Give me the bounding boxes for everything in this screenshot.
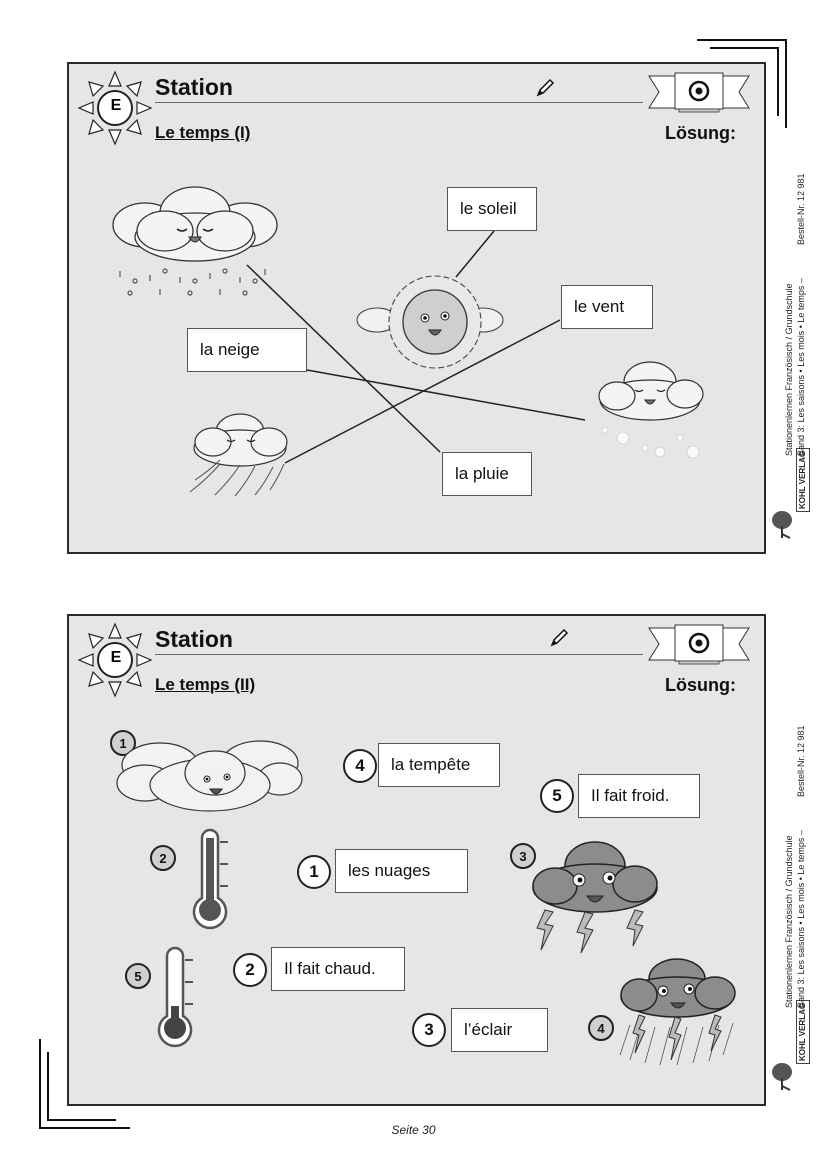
label-l-eclair: l’éclair xyxy=(451,1008,548,1052)
label-la-tempete: la tempête xyxy=(378,743,500,787)
publisher-name: KOHL VERLAG xyxy=(796,999,810,1064)
number-circle: 3 xyxy=(412,1013,446,1047)
badge-letter: E xyxy=(110,649,122,666)
solution-ribbon-icon xyxy=(648,624,750,665)
line-soleil xyxy=(455,230,495,278)
number-circle: 2 xyxy=(233,953,267,987)
solution-ribbon-icon xyxy=(648,72,750,113)
sun-picture xyxy=(356,275,504,369)
order-number: Bestell-Nr. 12 981 xyxy=(796,725,806,797)
line-pluie xyxy=(246,264,441,453)
title-divider xyxy=(155,102,643,103)
pencil-icon xyxy=(536,78,555,97)
series-line-2: Band 3: Les saisons • Les mois • Le temp… xyxy=(796,278,806,456)
picture-number: 2 xyxy=(150,845,176,871)
snow-cloud-picture xyxy=(598,361,704,459)
label-le-soleil: le soleil xyxy=(447,187,537,231)
series-line-1: Stationenlernen Französisch / Grundschul… xyxy=(784,835,794,1008)
subtitle: Le temps (II) xyxy=(155,675,256,694)
subtitle: Le temps (I) xyxy=(155,123,251,142)
storm-cloud-picture xyxy=(619,958,736,1066)
rain-cloud-picture xyxy=(112,186,278,296)
label-il-fait-froid: Il fait froid. xyxy=(578,774,700,818)
order-number: Bestell-Nr. 12 981 xyxy=(796,173,806,245)
picture-number: 4 xyxy=(588,1015,614,1041)
label-les-nuages: les nuages xyxy=(335,849,468,893)
thunder-cloud-picture xyxy=(532,841,658,954)
series-line-2: Band 3: Les saisons • Les mois • Le temp… xyxy=(796,830,806,1008)
sun-badge-icon xyxy=(77,70,153,146)
station-title: Station xyxy=(155,626,233,652)
pencil-icon xyxy=(550,628,569,647)
label-la-pluie: la pluie xyxy=(442,452,532,496)
number-circle: 1 xyxy=(297,855,331,889)
tree-logo-icon xyxy=(772,1063,792,1091)
number-circle: 4 xyxy=(343,749,377,783)
solution-label: Lösung: xyxy=(665,675,736,695)
station-title: Station xyxy=(155,74,233,100)
thermometer-cold-icon xyxy=(157,946,193,1048)
thermometer-hot-icon xyxy=(192,828,228,930)
tree-logo-icon xyxy=(772,511,792,539)
page-number: Seite 30 xyxy=(391,1123,436,1137)
clouds-picture xyxy=(116,740,303,812)
badge-letter: E xyxy=(110,97,122,114)
line-neige xyxy=(306,369,586,421)
publisher-name: KOHL VERLAG xyxy=(796,447,810,512)
picture-number: 3 xyxy=(510,843,536,869)
title-divider xyxy=(155,654,643,655)
label-la-neige: la neige xyxy=(187,328,307,372)
solution-label: Lösung: xyxy=(665,123,736,143)
label-il-fait-chaud: Il fait chaud. xyxy=(271,947,405,991)
sun-badge-icon xyxy=(77,622,153,698)
label-le-vent: le vent xyxy=(561,285,653,329)
picture-number: 5 xyxy=(125,963,151,989)
number-circle: 5 xyxy=(540,779,574,813)
series-line-1: Stationenlernen Französisch / Grundschul… xyxy=(784,283,794,456)
wind-cloud-picture xyxy=(189,413,288,497)
